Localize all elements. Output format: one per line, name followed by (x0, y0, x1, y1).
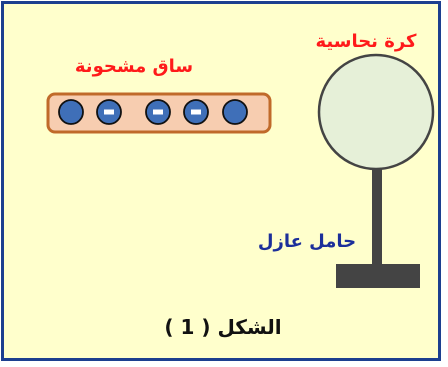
charged-rod (46, 92, 272, 134)
copper-sphere (317, 53, 435, 171)
negative-charge-sign (104, 109, 114, 115)
insulating-stand-label: حامل عازل (258, 231, 356, 252)
charged-rod-label: ساق مشحونة (75, 56, 193, 77)
insulating-stand (336, 168, 420, 288)
rod-charges (58, 99, 248, 125)
negative-charge-sign (153, 109, 163, 115)
charge-circle (222, 99, 248, 125)
stand-base (336, 264, 420, 288)
negative-charge-sign (191, 109, 201, 115)
charge-circle (58, 99, 84, 125)
figure-caption: الشكل ( 1 ) (164, 315, 281, 339)
stand-pole (372, 168, 382, 266)
copper-sphere-label: كرة نحاسية (315, 31, 417, 52)
